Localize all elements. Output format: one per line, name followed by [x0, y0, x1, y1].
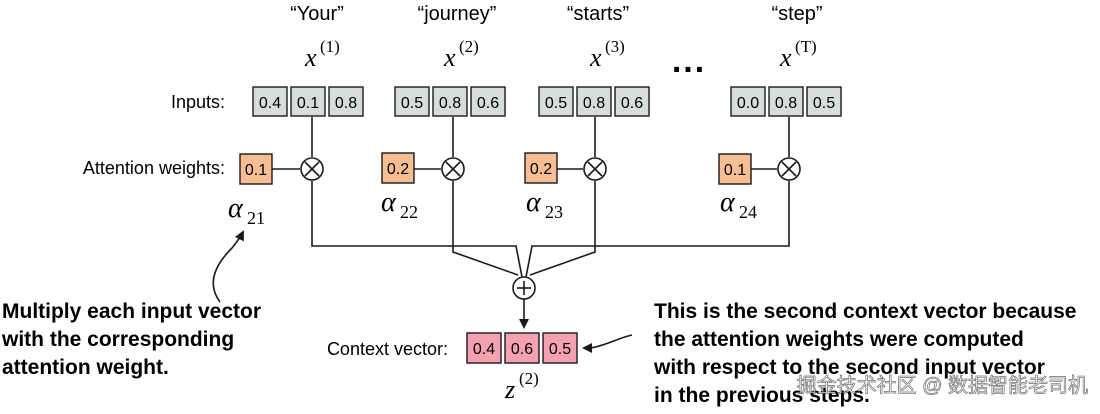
left-annotation-line-2: with the corresponding	[1, 328, 234, 351]
input-vector-2: 0.5 0.8 0.6	[394, 86, 506, 117]
sum-line-4	[525, 181, 790, 278]
left-annotation-line-1: Multiply each input vector	[2, 300, 261, 323]
weight-box-3	[524, 152, 558, 184]
sum-icon	[512, 276, 536, 300]
input-cell	[394, 86, 430, 117]
alpha-symbol-3: α	[526, 187, 542, 218]
right-annotation-line-4: in the previous steps.	[654, 384, 870, 407]
x-var-4: x	[779, 43, 792, 72]
alpha-sub-2: 22	[400, 202, 418, 222]
alpha-symbol-4: α	[720, 187, 736, 218]
left-annotation-arrow	[212, 230, 244, 303]
alpha-symbol-1: α	[228, 193, 244, 224]
weight-value-4: 0.1	[724, 162, 746, 179]
left-annotation: Multiply each input vector with the corr…	[1, 300, 261, 379]
right-annotation-arrow	[589, 334, 633, 349]
x-var-3: x	[589, 43, 602, 72]
input-cell	[614, 86, 650, 117]
input-value: 0.5	[545, 95, 567, 112]
input-vector-1: 0.4 0.1 0.8	[252, 86, 364, 117]
x-sup-2: (2)	[459, 37, 479, 56]
multiply-icon	[777, 157, 801, 181]
token-word-4: “step”	[771, 3, 822, 25]
sum-line-3	[529, 181, 596, 276]
token-word-3: “starts”	[567, 3, 629, 25]
watermark: 掘金技术社区 @ 数据智能老司机	[797, 374, 1088, 397]
alpha-sub-4: 24	[739, 202, 757, 222]
token-headers: “Your” “journey” “starts” “step” x (1) x…	[290, 3, 822, 80]
token-word-1: “Your”	[290, 3, 344, 25]
ellipsis: ...	[672, 42, 706, 80]
weight-value-1: 0.1	[245, 162, 267, 179]
attention-weights: 0.1 0.2 0.2 0.1 α 21 α 22 α 23 α 24	[228, 152, 757, 228]
input-value: 0.4	[259, 95, 281, 112]
z-var: z	[504, 375, 515, 404]
input-value: 0.0	[737, 95, 759, 112]
right-annotation-line-2: the attention weights were computed	[654, 328, 1024, 351]
input-value: 0.8	[335, 95, 357, 112]
right-annotation: This is the second context vector becaus…	[653, 300, 1076, 407]
input-value: 0.8	[439, 95, 461, 112]
z-sup: (2)	[519, 369, 539, 388]
input-cell	[730, 86, 766, 117]
input-value: 0.6	[477, 95, 499, 112]
context-value: 0.6	[511, 341, 533, 358]
left-annotation-line-3: attention weight.	[2, 356, 169, 379]
attention-weights-label: Attention weights:	[83, 158, 225, 178]
weight-box-4	[718, 153, 752, 185]
multiply-icon	[441, 157, 465, 181]
weight-value-3: 0.2	[530, 161, 552, 178]
input-cell	[576, 86, 612, 117]
alpha-sub-3: 23	[545, 202, 563, 222]
sum-line-2	[452, 181, 519, 276]
connectors	[212, 117, 790, 353]
input-cell	[290, 86, 326, 117]
x-var-1: x	[304, 43, 317, 72]
alpha-sub-1: 21	[247, 208, 265, 228]
input-cell	[470, 86, 506, 117]
context-value: 0.4	[473, 341, 495, 358]
multiply-icon	[300, 157, 324, 181]
input-value: 0.8	[775, 95, 797, 112]
context-value: 0.5	[549, 341, 571, 358]
inputs-label: Inputs:	[171, 92, 225, 112]
input-cell	[806, 86, 842, 117]
context-cell	[504, 332, 540, 364]
input-cell	[432, 86, 468, 117]
weight-box-2	[381, 152, 415, 184]
x-var-2: x	[443, 43, 456, 72]
input-value: 0.6	[621, 95, 643, 112]
x-sup-4: (T)	[795, 37, 817, 56]
input-cell	[328, 86, 364, 117]
multiply-icon	[583, 157, 607, 181]
context-vector: 0.4 0.6 0.5 z (2)	[466, 332, 578, 404]
right-annotation-line-3: with respect to the second input vector	[653, 356, 1045, 379]
context-vector-label: Context vector:	[327, 339, 448, 359]
x-sup-3: (3)	[605, 37, 625, 56]
input-value: 0.5	[813, 95, 835, 112]
token-word-2: “journey”	[418, 3, 497, 25]
multiply-operators	[300, 157, 801, 181]
x-sup-1: (1)	[320, 37, 340, 56]
weight-value-2: 0.2	[387, 161, 409, 178]
context-cell	[466, 332, 502, 364]
weight-box-1	[239, 153, 273, 185]
right-annotation-line-1: This is the second context vector becaus…	[654, 300, 1076, 323]
input-value: 0.8	[583, 95, 605, 112]
input-cell	[252, 86, 288, 117]
input-vectors: 0.4 0.1 0.8 0.5 0.8 0.6 0.5 0.8 0.6 0.0 …	[252, 86, 842, 117]
input-cell	[768, 86, 804, 117]
input-value: 0.5	[401, 95, 423, 112]
input-value: 0.1	[297, 95, 319, 112]
input-cell	[538, 86, 574, 117]
input-vector-3: 0.5 0.8 0.6	[538, 86, 650, 117]
context-cell	[542, 332, 578, 364]
input-vector-4: 0.0 0.8 0.5	[730, 86, 842, 117]
sum-line-1	[311, 181, 523, 278]
alpha-symbol-2: α	[381, 187, 397, 218]
